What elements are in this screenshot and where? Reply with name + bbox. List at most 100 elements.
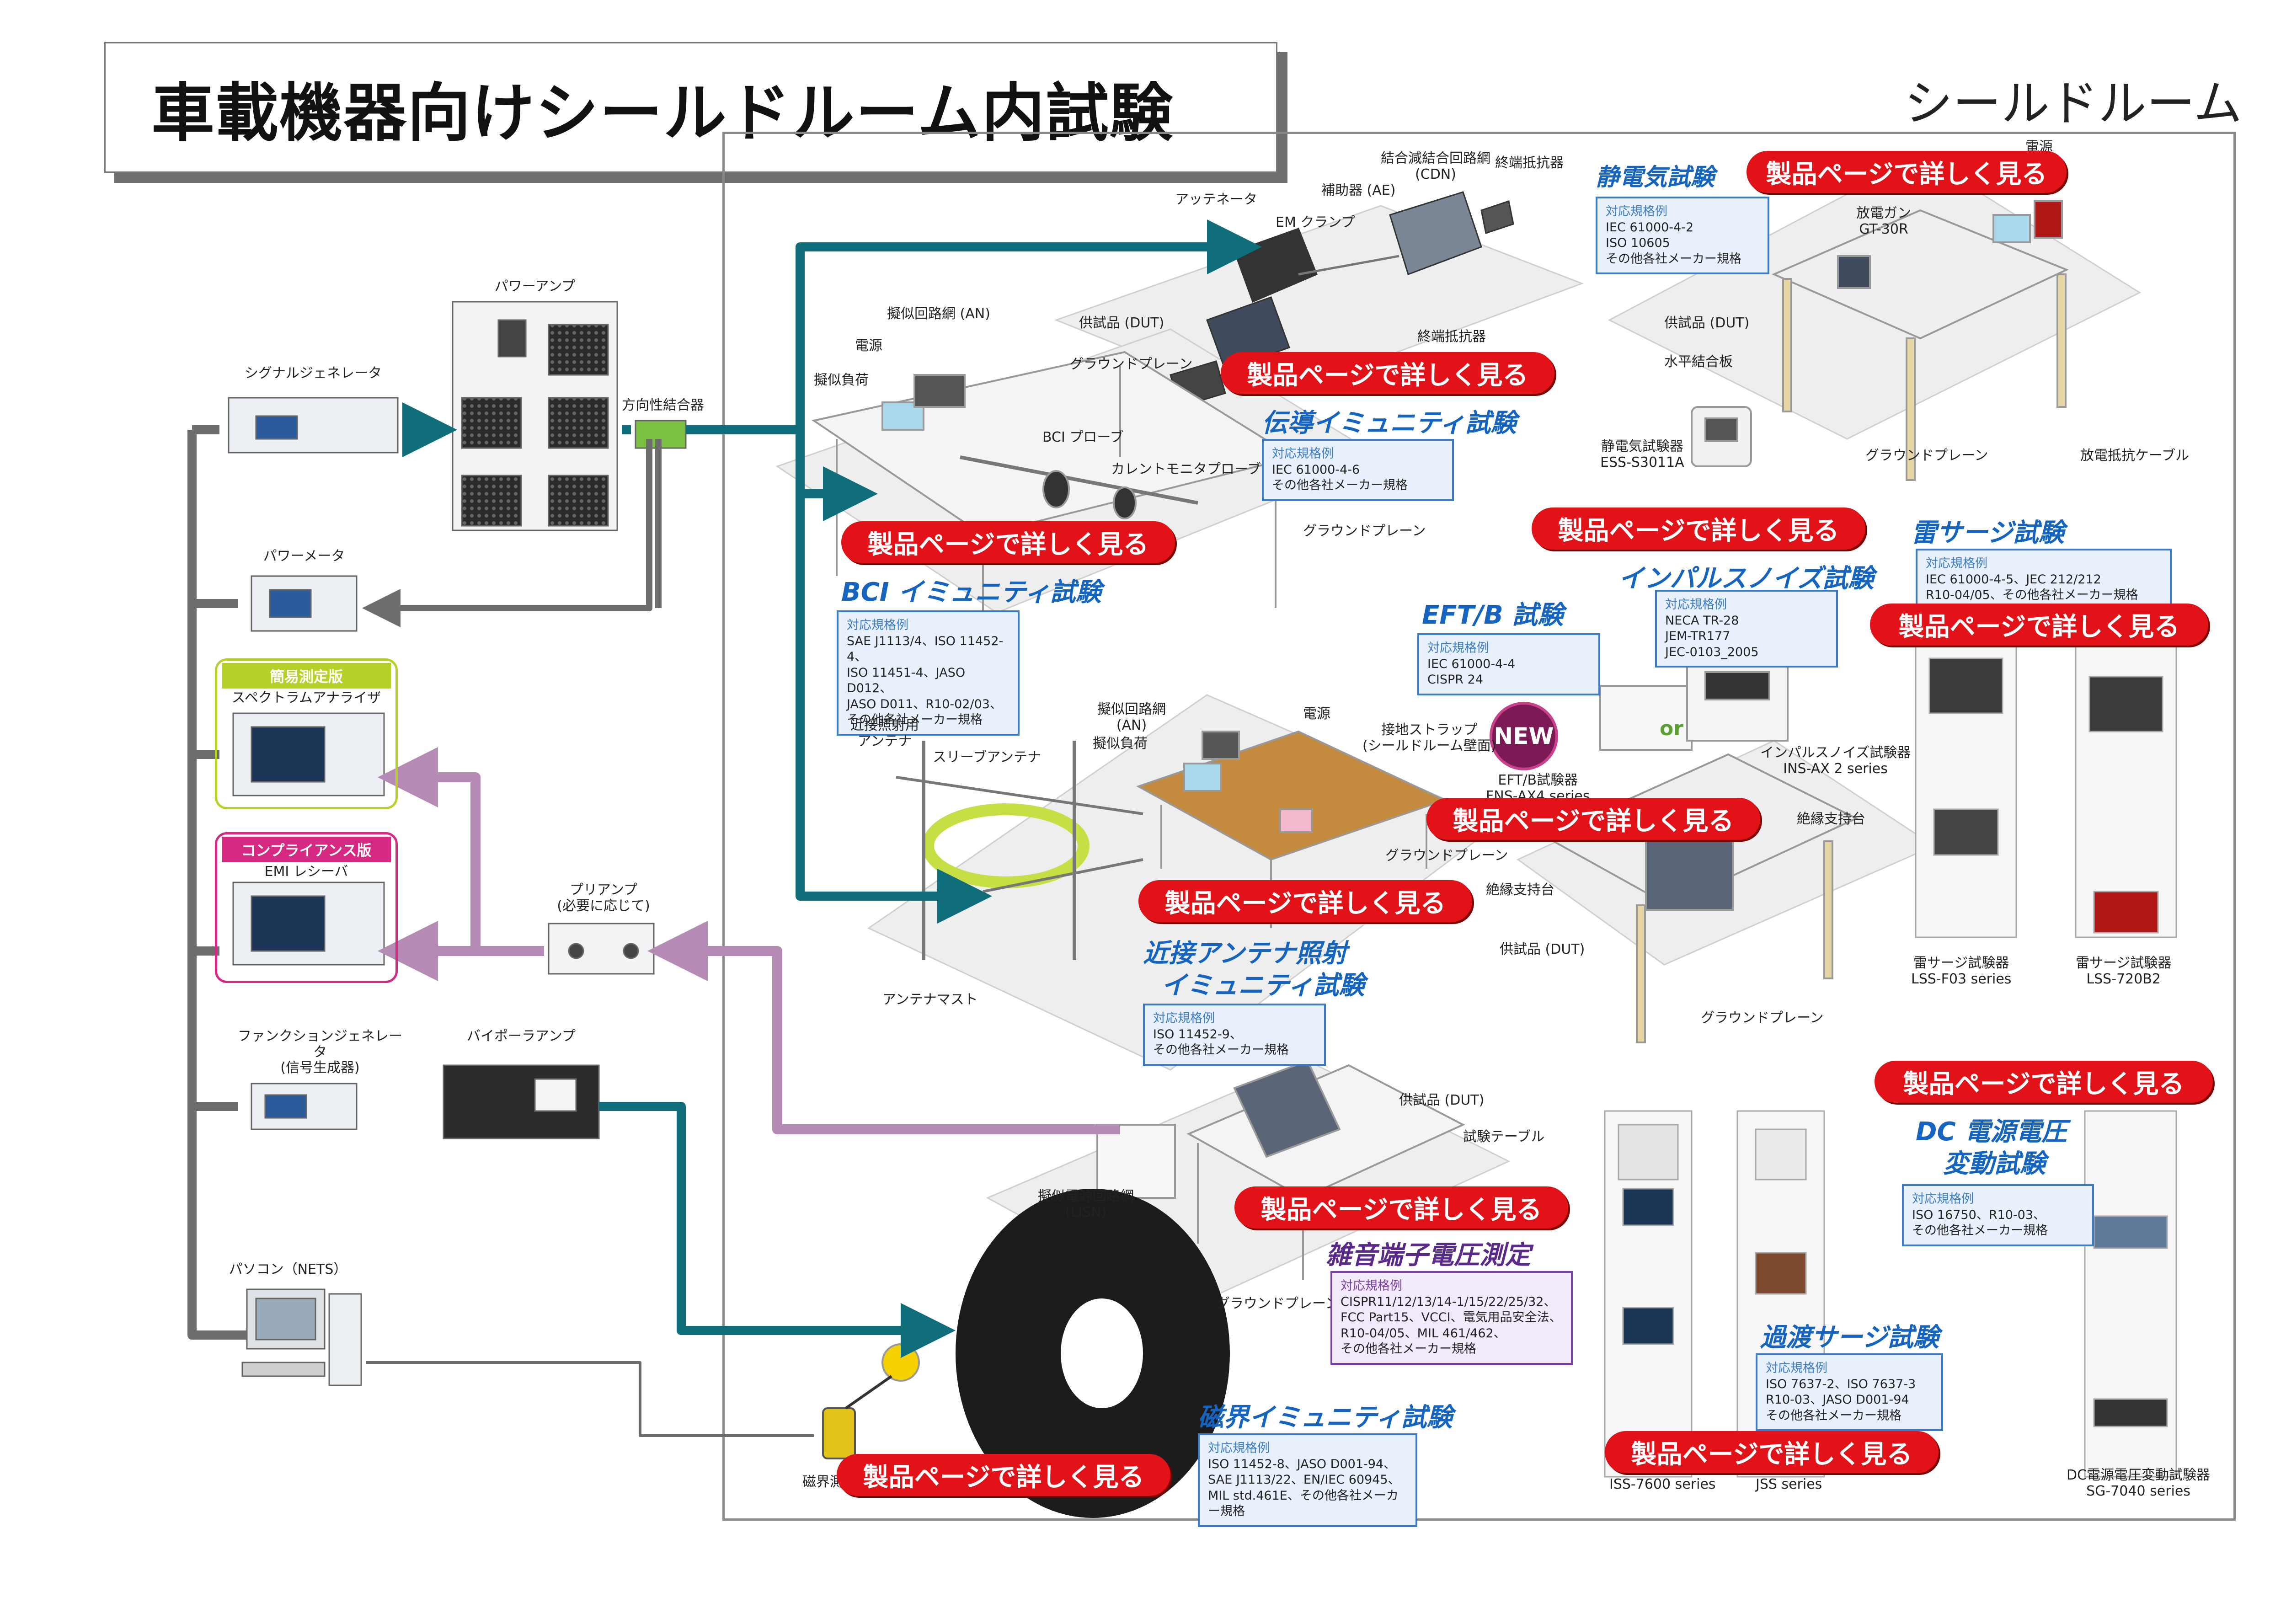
terminator-label-2: 終端抵抗器 (1417, 329, 1486, 345)
bci-probe-label: BCI プローブ (1042, 429, 1124, 445)
transient-model-1: ISS-7600 series (1609, 1476, 1716, 1492)
em-clamp-label: EM クランプ (1276, 214, 1355, 230)
transient-std-header: 対応規格例 (1766, 1361, 1827, 1375)
esd-tester-label: 静電気試験器 ESS-S3011A (1600, 438, 1684, 470)
lightning-product-button[interactable]: 製品ページで詳しく見る (1870, 604, 2208, 646)
bipolar-amp-label: バイポーラアンプ (467, 1028, 576, 1044)
esd-hcp-label: 水平結合板 (1664, 354, 1733, 370)
eft-title: EFT/B 試験 (1422, 600, 1564, 630)
transient-std-body: ISO 7637-2、ISO 7637-3 R10-03、JASO D001-9… (1766, 1377, 1916, 1423)
test-table-label: 試験テーブル (1463, 1129, 1545, 1145)
page-title-text: 車載機器向けシールドルーム内試験 (151, 76, 1174, 150)
esd-std-body: IEC 61000-4-2 ISO 10605 その他各社メーカー規格 (1606, 220, 1741, 266)
eft-insulator-label-2: 絶縁支持台 (1486, 882, 1554, 898)
impulse-tester-label: インパルスノイズ試験器 INS-AX 2 series (1760, 745, 1911, 777)
eft-dut-label: 供試品 (DUT) (1500, 941, 1585, 957)
bci-std-header: 対応規格例 (847, 618, 908, 632)
conducted-voltage-std-header: 対応規格例 (1341, 1279, 1402, 1293)
page-title: 車載機器向けシールドルーム内試験 (104, 42, 1277, 173)
transient-standards: 対応規格例 ISO 7637-2、ISO 7637-3 R10-03、JASO D… (1756, 1353, 1943, 1432)
magnetic-standards: 対応規格例 ISO 11452-8、JASO D001-94、 SAE J1113… (1198, 1433, 1417, 1527)
conducted-ground-plane-label: グラウンドプレーン (1070, 356, 1193, 372)
proximity-load-label: 擬似負荷 (1093, 736, 1148, 752)
impulse-std-body: NECA TR-28 JEM-TR177 JEC-0103_2005 (1665, 613, 1759, 659)
conducted-voltage-std-body: CISPR11/12/13/14-1/15/22/25/32、 FCC Part… (1341, 1294, 1562, 1357)
bci-setup (812, 351, 1297, 668)
conducted-std-header: 対応規格例 (1272, 447, 1334, 461)
lightning-std-header: 対応規格例 (1926, 556, 1987, 571)
lisn-ground-plane-label: グラウンドプレーン (1216, 1296, 1339, 1312)
esd-title: 静電気試験 (1596, 164, 1715, 191)
magnetic-title: 磁界イミュニティ試験 (1198, 1403, 1453, 1432)
attenuator-label: アッテネータ (1175, 192, 1257, 208)
esd-setup (1691, 200, 2069, 481)
eft-product-button[interactable]: 製品ページで詳しく見る (1426, 798, 1760, 840)
spectrum-analyzer-label: スペクトラムアナライザ (231, 690, 381, 706)
eft-ground-plane-label: グラウンドプレーン (1701, 1010, 1824, 1026)
impulse-title: インパルスノイズ試験 (1618, 564, 1874, 593)
eft-std-body: IEC 61000-4-4 CISPR 24 (1427, 657, 1516, 687)
conducted-dut-label: 供試品 (DUT) (1079, 315, 1164, 331)
lisn-dut-label: 供試品 (DUT) (1399, 1092, 1485, 1108)
esd-product-button[interactable]: 製品ページで詳しく見る (1747, 151, 2067, 193)
impulse-product-button[interactable]: 製品ページで詳しく見る (1532, 508, 1865, 550)
pc-label: パソコン（NETS） (229, 1261, 347, 1277)
lightning-tester-label-1: 雷サージ試験器 LSS-F03 series (1911, 955, 2012, 987)
magnetic-product-button[interactable]: 製品ページで詳しく見る (837, 1454, 1170, 1496)
bci-title: BCI イミュニティ試験 (841, 577, 1101, 607)
emi-receiver-label: EMI レシーバ (264, 864, 348, 880)
esd-std-header: 対応規格例 (1606, 204, 1667, 219)
conducted-title: 伝導イミュニティ試験 (1262, 408, 1517, 438)
new-badge: NEW (1490, 702, 1558, 770)
proximity-an-label: 擬似回路網 (AN) (1097, 701, 1166, 733)
esd-cable-label: 放電抵抗ケーブル (2080, 448, 2190, 464)
proximity-product-button[interactable]: 製品ページで詳しく見る (1138, 880, 1472, 922)
magnetic-std-body: ISO 11452-8、JASO D001-94、 SAE J1113/22、E… (1208, 1457, 1400, 1519)
conducted-voltage-product-button[interactable]: 製品ページで詳しく見る (1234, 1186, 1568, 1229)
bci-standards: 対応規格例 SAE J1113/4、ISO 11452-4、 ISO 11451-… (837, 610, 1020, 736)
proximity-ground-plane-label: グラウンドプレーン (1385, 848, 1508, 864)
impulse-std-header: 対応規格例 (1665, 598, 1727, 612)
cdn-label: 結合減結合回路網 (CDN) (1381, 150, 1490, 182)
bci-std-body: SAE J1113/4、ISO 11452-4、 ISO 11451-4、JAS… (847, 634, 1004, 727)
dc-std-header: 対応規格例 (1912, 1192, 1974, 1206)
ground-strap-label: 接地ストラップ (シールドルーム壁面) (1362, 722, 1496, 754)
proximity-std-header: 対応規格例 (1153, 1011, 1215, 1026)
lightning-tester-label-2: 雷サージ試験器 LSS-720B2 (2076, 955, 2172, 987)
esd-dut-label: 供試品 (DUT) (1664, 315, 1750, 331)
near-antenna-label: 近接照射用 アンテナ (850, 717, 919, 749)
simple-badge: 簡易測定版 (222, 663, 391, 689)
eft-setup (1543, 657, 1859, 1043)
tester-cabinets (1604, 644, 2177, 1478)
antenna-mast-label: アンテナマスト (882, 992, 978, 1008)
bci-an-label: 擬似回路網 (AN) (887, 306, 990, 322)
esd-ground-plane-label: グラウンドプレーン (1865, 448, 1988, 464)
sleeve-antenna-label: スリーブアンテナ (933, 749, 1041, 765)
dc-title-1: DC 電源電圧 (1916, 1117, 2067, 1147)
lightning-std-body: IEC 61000-4-5、JEC 212/212 R10-04/05、その他各… (1926, 572, 2138, 603)
magnetic-std-header: 対応規格例 (1208, 1441, 1270, 1455)
conducted-product-button[interactable]: 製品ページで詳しく見る (1221, 352, 1554, 394)
bci-ground-plane-label: グラウンドプレーン (1303, 523, 1426, 539)
eft-insulator-label-1: 絶縁支持台 (1797, 811, 1865, 827)
signal-generator-label: シグナルジェネレータ (245, 365, 382, 381)
rack-equipment (228, 301, 687, 1386)
bci-product-button[interactable]: 製品ページで詳しく見る (841, 521, 1175, 563)
dc-product-button[interactable]: 製品ページで詳しく見る (1875, 1061, 2213, 1103)
transient-product-button[interactable]: 製品ページで詳しく見る (1605, 1431, 1939, 1473)
conducted-std-body: IEC 61000-4-6 その他各社メーカー規格 (1272, 462, 1408, 493)
magnetic-coil (822, 1189, 1230, 1518)
power-amp-label: パワーアンプ (494, 278, 576, 294)
current-probe-label: カレントモニタプローブ (1111, 461, 1261, 477)
proximity-title-2: イミュニティ試験 (1161, 971, 1365, 1000)
esd-gun-label: 放電ガン GT-30R (1856, 205, 1911, 237)
directional-coupler-label: 方向性結合器 (622, 397, 704, 413)
preamp-label: プリアンプ (必要に応じて) (557, 882, 650, 914)
